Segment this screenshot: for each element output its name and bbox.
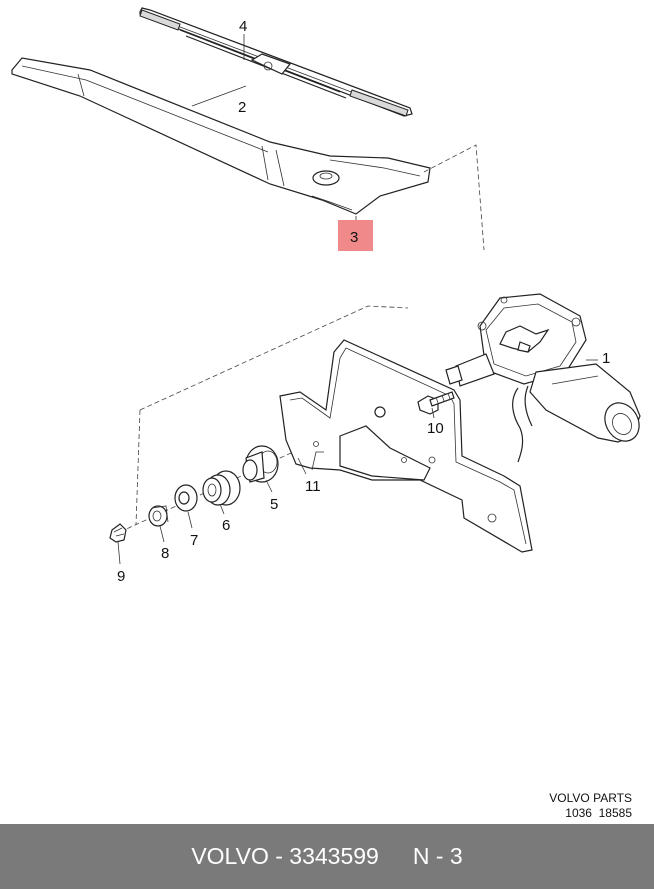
grommet	[202, 470, 241, 506]
callout-9: 9	[117, 568, 125, 585]
callout-8: 8	[161, 545, 169, 562]
callout-6: 6	[222, 517, 230, 534]
callout-10: 10	[427, 420, 444, 437]
footer-bar: VOLVO - 3343599 N - 3	[0, 824, 654, 889]
wiper-arm	[11, 57, 431, 215]
cap-nut	[109, 523, 127, 543]
bushing	[242, 445, 279, 483]
callout-4: 4	[239, 18, 247, 35]
callout-11: 11	[305, 478, 321, 495]
wiper-blade	[139, 7, 413, 117]
volvo-parts-reference: VOLVO PARTS 1036 18585	[549, 791, 632, 821]
bolt	[417, 391, 455, 415]
parts-diagram: 1 2 3 4 5 6 7 8 9 10 11	[11, 7, 641, 585]
footer-reference: N - 3	[412, 843, 463, 869]
leader-lines	[117, 34, 598, 565]
callout-7: 7	[190, 532, 198, 549]
callout-5: 5	[270, 496, 278, 513]
nut	[148, 505, 169, 527]
wiper-motor	[445, 293, 641, 463]
mounting-bracket	[279, 339, 533, 553]
footer-part-number: VOLVO - 3343599	[191, 843, 379, 869]
callout-3: 3	[350, 229, 358, 246]
callout-labels: 1 2 3 4 5 6 7 8 9 10 11	[117, 18, 610, 585]
footnote-brand: VOLVO PARTS	[549, 791, 632, 805]
callout-3-highlight	[338, 220, 373, 251]
washer	[174, 484, 198, 512]
footnote-code: 1036 18585	[565, 806, 632, 820]
callout-2: 2	[238, 99, 246, 116]
callout-1: 1	[602, 350, 610, 367]
